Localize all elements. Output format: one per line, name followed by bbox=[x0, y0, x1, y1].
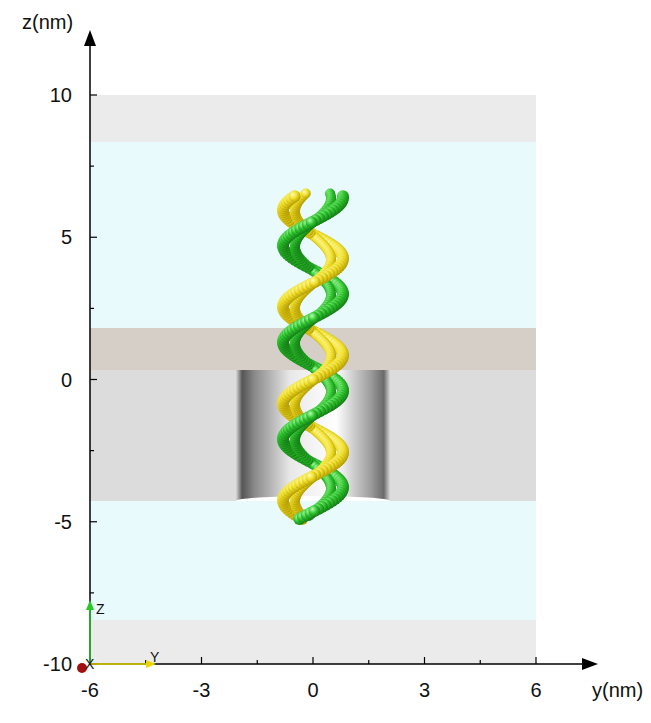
tick bbox=[90, 450, 94, 451]
atom-sphere bbox=[306, 216, 318, 228]
membrane-top bbox=[90, 328, 536, 370]
tick-label: -6 bbox=[81, 680, 99, 700]
axis-title: y(nm) bbox=[592, 680, 643, 700]
tick-label: 10 bbox=[50, 85, 72, 105]
tick bbox=[424, 657, 425, 664]
tick-label: -10 bbox=[43, 654, 72, 674]
tick-label: -5 bbox=[54, 512, 72, 532]
tick-label: 0 bbox=[307, 680, 318, 700]
tick-label: -3 bbox=[193, 680, 211, 700]
axis-arrow bbox=[84, 30, 96, 46]
tick bbox=[368, 660, 369, 664]
atom-sphere bbox=[305, 471, 317, 483]
atom-sphere bbox=[306, 409, 318, 421]
tick bbox=[535, 657, 536, 664]
orientation-triad bbox=[77, 600, 156, 673]
axes bbox=[90, 40, 588, 664]
wall-band bbox=[90, 620, 536, 664]
tick bbox=[90, 94, 97, 95]
tick-label: 6 bbox=[530, 680, 541, 700]
tick-label: 3 bbox=[419, 680, 430, 700]
triad-label: X bbox=[85, 657, 94, 671]
tick bbox=[312, 657, 313, 664]
solvent-band bbox=[90, 501, 536, 620]
atom-sphere bbox=[288, 190, 300, 202]
tick bbox=[90, 592, 94, 593]
triad-label: Z bbox=[96, 602, 105, 616]
tick bbox=[480, 660, 481, 664]
tick bbox=[90, 521, 97, 522]
atom-sphere bbox=[308, 312, 320, 324]
axis-title: z(nm) bbox=[22, 12, 73, 32]
membrane bbox=[90, 370, 536, 501]
tick bbox=[90, 308, 94, 309]
tick bbox=[201, 657, 202, 664]
atom-sphere bbox=[308, 505, 320, 517]
atom-sphere bbox=[309, 276, 321, 288]
atom-sphere bbox=[307, 374, 319, 386]
tick bbox=[257, 660, 258, 664]
axis-arrow bbox=[582, 658, 598, 670]
tick bbox=[90, 237, 97, 238]
solvent-band bbox=[90, 142, 536, 328]
tick bbox=[90, 166, 94, 167]
wall-band bbox=[90, 95, 536, 142]
triad-label: Y bbox=[150, 650, 159, 664]
dna-helix bbox=[277, 188, 349, 524]
ticks bbox=[90, 95, 536, 664]
tick-label: 5 bbox=[61, 227, 72, 247]
tick-label: 0 bbox=[61, 370, 72, 390]
atom-sphere bbox=[301, 188, 311, 198]
pore-wall bbox=[236, 370, 390, 501]
tick bbox=[90, 379, 97, 380]
